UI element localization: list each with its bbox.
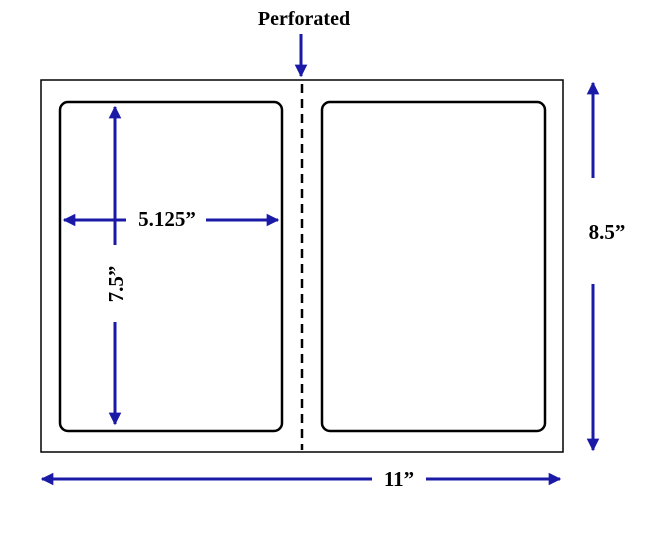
perforated-label: Perforated (258, 8, 350, 30)
label-width-text: 5.125” (138, 207, 196, 231)
left-label-outline (58, 100, 284, 433)
right-label-outline (320, 100, 547, 433)
sheet-height-text: 8.5” (589, 220, 626, 244)
label-height-text: 7.5” (104, 266, 128, 303)
sheet-width-text: 11” (384, 467, 414, 491)
